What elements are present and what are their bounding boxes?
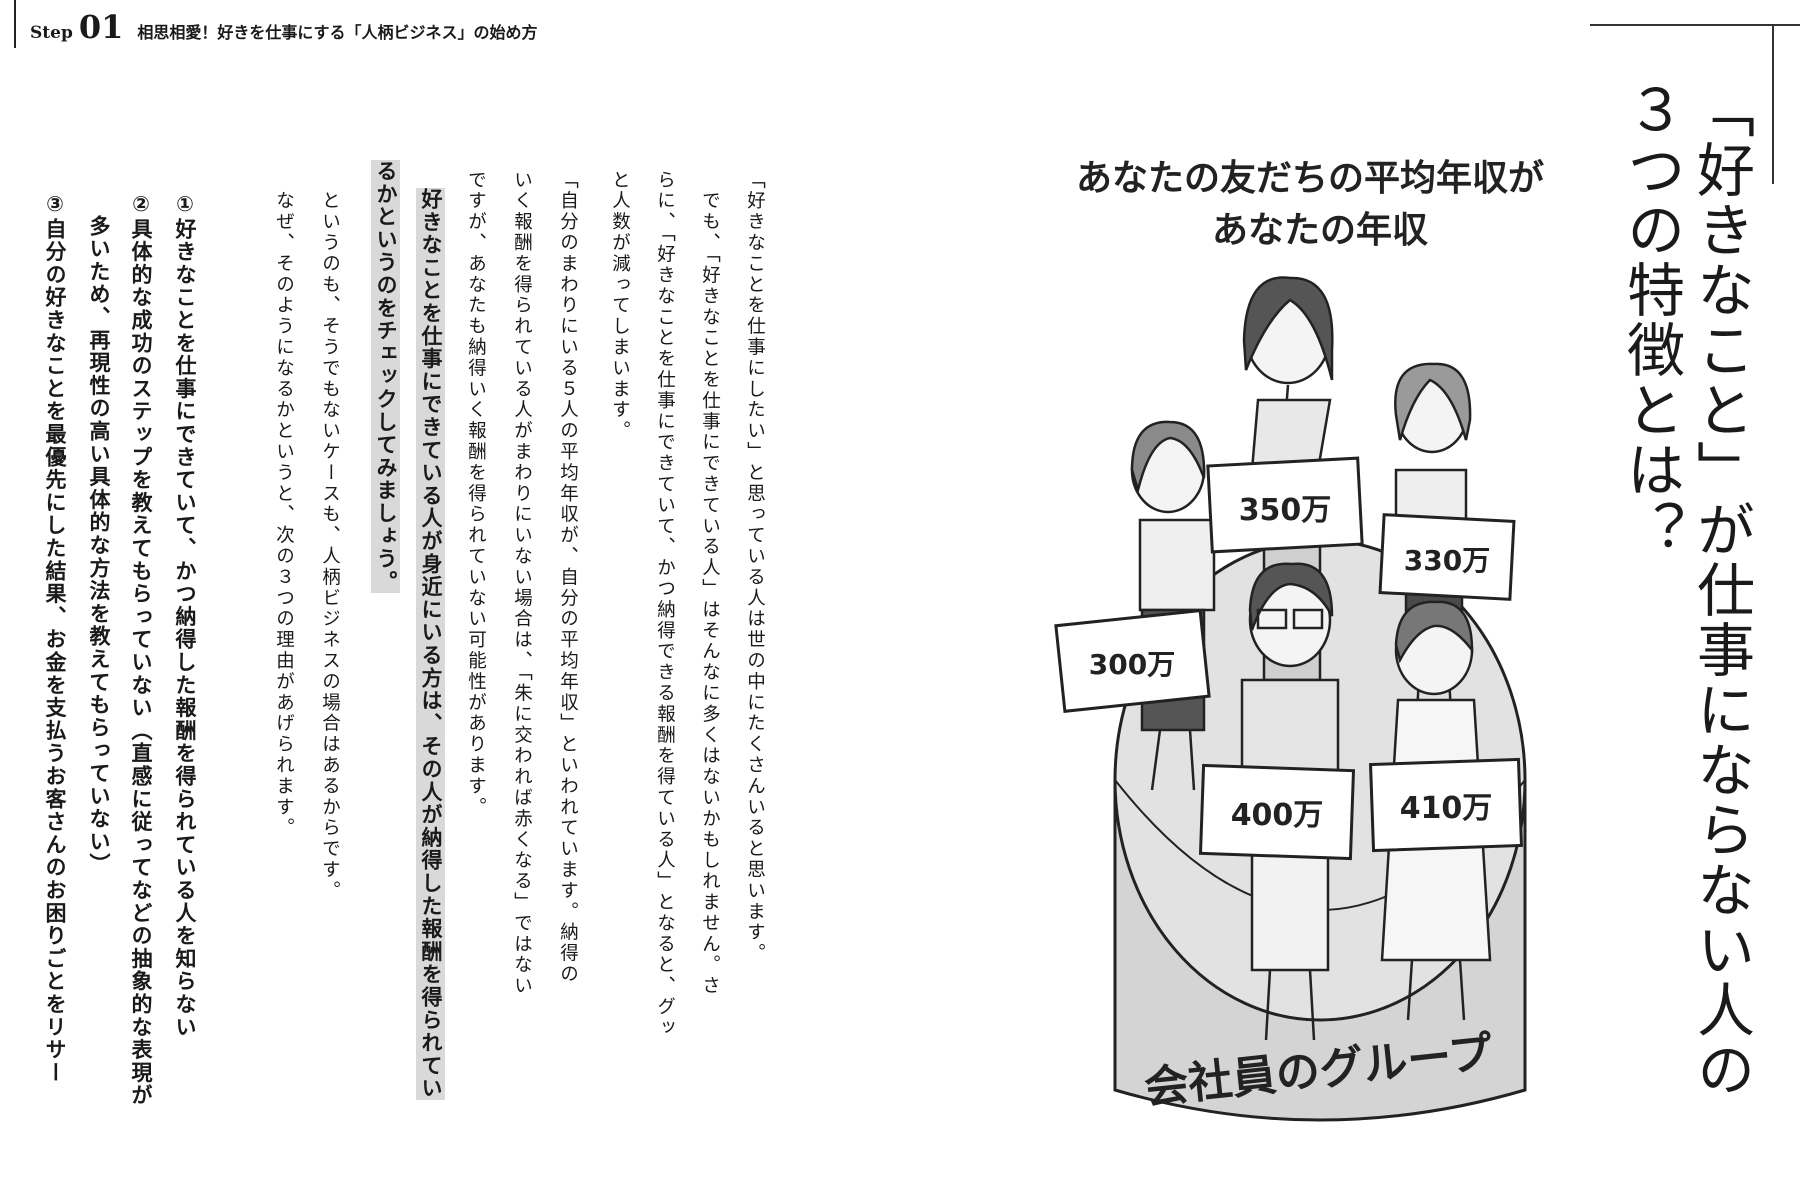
income-sign-400: 400万 xyxy=(1198,763,1356,861)
reason-item-2-continued: 多いため、再現性の高い具体的な方法を教えてもらっていない） xyxy=(87,192,111,876)
title-rule-horizontal xyxy=(1590,24,1800,26)
body-column: でも、「好きなことを仕事にできている人」はそんなに多くはないかもしれません。さ xyxy=(699,170,721,997)
income-label-300: 300万 xyxy=(1089,648,1175,681)
step-label: Step xyxy=(30,23,73,43)
illustration-friends-income: あなたの友だちの平均年収が あなたの年収 xyxy=(1020,140,1600,1190)
running-header: Step 01 相思相愛！好きを仕事にする「人柄ビジネス」の始め方 xyxy=(30,8,538,48)
illustration-heading-line1: あなたの友だちの平均年収が xyxy=(1076,158,1544,199)
chapter-title: 相思相愛！好きを仕事にする「人柄ビジネス」の始め方 xyxy=(137,23,538,42)
step-number: 01 xyxy=(78,8,124,46)
section-title-line2: ３つの特徴とは？ xyxy=(1617,80,1685,560)
body-column: なぜ、そのようになるかというと、次の３つの理由があげられます。 xyxy=(273,170,295,839)
body-column: いく報酬を得られている人がまわりにいない場合は、「朱に交われば赤くなる」ではない xyxy=(511,170,533,997)
highlighted-sentence-line2: るかというのをチェックしてみましょう。 xyxy=(371,160,400,594)
body-column: というのも、そうでもないケースも、人柄ビジネスの場合はあるからです。 xyxy=(319,170,341,902)
reason-item-2: ②具体的な成功のステップを教えてもらっていない（直感に従ってなどの抽象的な表現が xyxy=(129,192,153,1107)
section-title-line1: 「好きなこと」が仕事にならない人の xyxy=(1687,80,1755,1100)
highlighted-sentence-line1: 好きなことを仕事にできている人が身近にいる方は、その人が納得した報酬を得られてい xyxy=(416,188,445,1100)
income-sign-330: 330万 xyxy=(1378,513,1516,601)
illustration-heading-line2: あなたの年収 xyxy=(1212,210,1428,251)
body-column: らに、「好きなことを仕事にできていて、かつ納得できる報酬を得ている人」となると、… xyxy=(654,170,676,1039)
illustration-svg: あなたの友だちの平均年収が あなたの年収 xyxy=(1054,158,1544,1122)
reason-item-1: ①好きなことを仕事にできていて、かつ納得した報酬を得られている人を知らない xyxy=(173,192,197,1039)
income-label-330: 330万 xyxy=(1404,544,1490,577)
reason-item-3: ③自分の好きなことを最優先にした結果、お金を支払うお客さんのお困りごとをリサー xyxy=(43,192,67,1085)
income-label-350: 350万 xyxy=(1239,493,1332,528)
title-rule-vertical xyxy=(1772,24,1774,184)
income-sign-350: 350万 xyxy=(1206,456,1364,554)
income-sign-300: 300万 xyxy=(1054,608,1211,713)
body-column: と人数が減ってしまいます。 xyxy=(609,170,631,442)
body-column: 「自分のまわりにいる５人の平均年収が、自分の平均年収」といわれています。納得の xyxy=(557,170,579,986)
income-sign-410: 410万 xyxy=(1368,757,1524,853)
header-rule xyxy=(14,0,16,48)
income-label-400: 400万 xyxy=(1231,798,1324,833)
body-column: 「好きなことを仕事にしたい」と思っている人は世の中にたくさんいると思います。 xyxy=(744,170,766,965)
income-label-410: 410万 xyxy=(1400,791,1493,826)
body-column: ですが、あなたも納得いく報酬を得られていない可能性があります。 xyxy=(465,170,487,818)
